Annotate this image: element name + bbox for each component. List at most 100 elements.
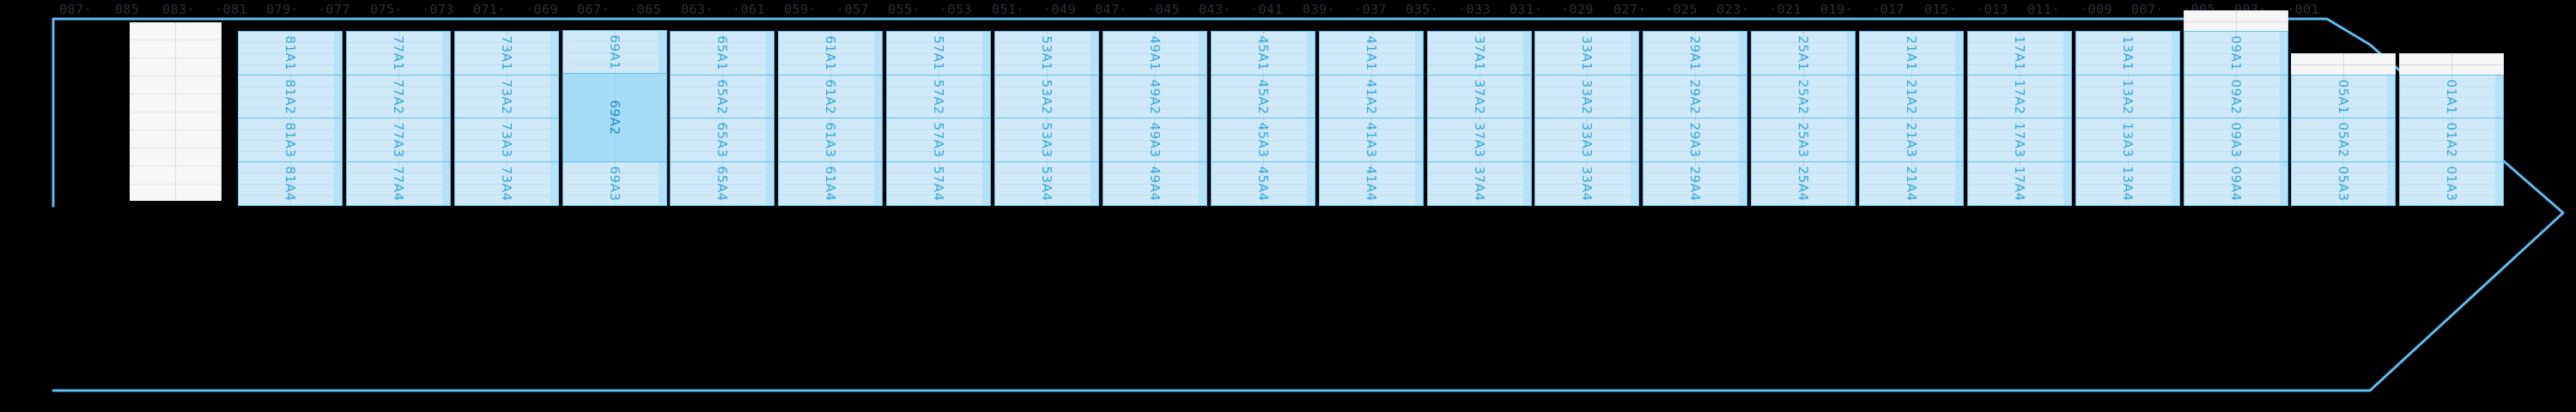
container-cell-41A3[interactable]: 41A3 (1318, 118, 1424, 163)
container-cell-13A2[interactable]: 13A2 (2075, 74, 2180, 119)
container-cell-69A1[interactable]: 69A1 (562, 29, 667, 75)
container-cell-29A3[interactable]: 29A3 (1643, 118, 1748, 163)
container-cell-53A4[interactable]: 53A4 (994, 161, 1099, 206)
container-cell-29A2[interactable]: 29A2 (1643, 74, 1748, 119)
container-cell-05A1[interactable]: 05A1 (2291, 74, 2397, 119)
container-cell-45A1[interactable]: 45A1 (1210, 31, 1315, 76)
container-cell-37A4[interactable]: 37A4 (1426, 161, 1532, 206)
container-cell-81A2[interactable]: 81A2 (237, 74, 343, 119)
container-cell-61A2[interactable]: 61A2 (778, 74, 884, 119)
container-cell-65A4[interactable]: 65A4 (670, 161, 775, 206)
container-cell-69A3[interactable]: 69A3 (562, 161, 667, 206)
container-cell-77A1[interactable]: 77A1 (345, 31, 451, 76)
container-cell-37A3[interactable]: 37A3 (1426, 118, 1532, 163)
container-cell-65A1[interactable]: 65A1 (670, 31, 775, 76)
container-cell-73A2[interactable]: 73A2 (453, 74, 559, 119)
container-cell-13A1[interactable]: 13A1 (2075, 31, 2180, 76)
container-cell-09A4[interactable]: 09A4 (2183, 161, 2288, 206)
container-cell-29A1[interactable]: 29A1 (1643, 31, 1748, 76)
container-cell-73A1[interactable]: 73A1 (453, 31, 559, 76)
container-cell-01A1[interactable]: 01A1 (2399, 74, 2505, 119)
container-cell-13A3[interactable]: 13A3 (2075, 118, 2180, 163)
container-cell-09A1[interactable]: 09A1 (2183, 31, 2288, 76)
container-cell-37A2[interactable]: 37A2 (1426, 74, 1532, 119)
container-cell-49A3[interactable]: 49A3 (1102, 118, 1207, 163)
container-cell-57A2[interactable]: 57A2 (886, 74, 992, 119)
container-cell-77A3[interactable]: 77A3 (345, 118, 451, 163)
container-cell-25A2[interactable]: 25A2 (1751, 74, 1856, 119)
container-cell-69A2[interactable]: 69A2 (562, 73, 667, 163)
container-cell-21A1[interactable]: 21A1 (1859, 31, 1964, 76)
container-cell-21A3[interactable]: 21A3 (1859, 118, 1964, 163)
container-cell-61A3[interactable]: 61A3 (778, 118, 884, 163)
container-cell-21A4[interactable]: 21A4 (1859, 161, 1964, 206)
container-cell-49A1[interactable]: 49A1 (1102, 31, 1207, 76)
container-cell-49A4[interactable]: 49A4 (1102, 161, 1207, 206)
container-cell-45A3[interactable]: 45A3 (1210, 118, 1315, 163)
container-cell-73A3[interactable]: 73A3 (453, 118, 559, 163)
container-cell-57A4[interactable]: 57A4 (886, 161, 992, 206)
container-cell-41A1[interactable]: 41A1 (1318, 31, 1424, 76)
container-cell-57A3[interactable]: 57A3 (886, 118, 992, 163)
container-cell-61A4[interactable]: 61A4 (778, 161, 884, 206)
container-cell-81A3[interactable]: 81A3 (237, 118, 343, 163)
container-cell-17A1[interactable]: 17A1 (1966, 31, 2072, 76)
container-cell-65A3[interactable]: 65A3 (670, 118, 775, 163)
container-cell-81A1[interactable]: 81A1 (237, 31, 343, 76)
container-cell-45A2[interactable]: 45A2 (1210, 74, 1315, 119)
container-cell-33A2[interactable]: 33A2 (1534, 74, 1640, 119)
container-cell-25A3[interactable]: 25A3 (1751, 118, 1856, 163)
container-cell-05A3[interactable]: 05A3 (2291, 161, 2397, 206)
container-cell-53A3[interactable]: 53A3 (994, 118, 1099, 163)
container-cell-53A1[interactable]: 53A1 (994, 31, 1099, 76)
container-cell-25A1[interactable]: 25A1 (1751, 31, 1856, 76)
container-cell-49A2[interactable]: 49A2 (1102, 74, 1207, 119)
container-cell-81A4[interactable]: 81A4 (237, 161, 343, 206)
container-cell-73A4[interactable]: 73A4 (453, 161, 559, 206)
container-cell-41A4[interactable]: 41A4 (1318, 161, 1424, 206)
bay-05-hatch-cover[interactable] (2291, 53, 2397, 76)
container-cell-33A1[interactable]: 33A1 (1534, 31, 1640, 76)
container-cell-09A2[interactable]: 09A2 (2183, 74, 2288, 119)
container-cell-77A2[interactable]: 77A2 (345, 74, 451, 119)
bay-09-hatch-cover[interactable] (2183, 9, 2288, 33)
container-cell-01A2[interactable]: 01A2 (2399, 118, 2505, 163)
stern-accommodation-block[interactable] (130, 22, 222, 201)
container-cell-45A4[interactable]: 45A4 (1210, 161, 1315, 206)
container-cell-17A3[interactable]: 17A3 (1966, 118, 2072, 163)
container-cell-05A2[interactable]: 05A2 (2291, 118, 2397, 163)
container-cell-57A1[interactable]: 57A1 (886, 31, 992, 76)
container-cell-25A4[interactable]: 25A4 (1751, 161, 1856, 206)
container-cell-17A2[interactable]: 17A2 (1966, 74, 2072, 119)
bay-01-hatch-cover[interactable] (2399, 53, 2505, 76)
container-cell-21A2[interactable]: 21A2 (1859, 74, 1964, 119)
container-cell-65A2[interactable]: 65A2 (670, 74, 775, 119)
container-cell-33A3[interactable]: 33A3 (1534, 118, 1640, 163)
container-cell-33A4[interactable]: 33A4 (1534, 161, 1640, 206)
container-cell-01A3[interactable]: 01A3 (2399, 161, 2505, 206)
container-cell-61A1[interactable]: 61A1 (778, 31, 884, 76)
container-cell-41A2[interactable]: 41A2 (1318, 74, 1424, 119)
container-cell-13A4[interactable]: 13A4 (2075, 161, 2180, 206)
container-cell-29A4[interactable]: 29A4 (1643, 161, 1748, 206)
